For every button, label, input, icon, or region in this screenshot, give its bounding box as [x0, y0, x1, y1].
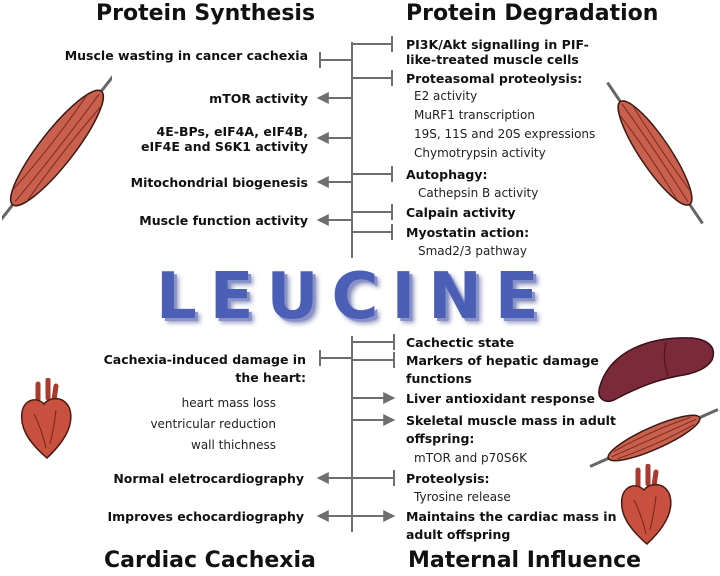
synthesis-item-mitochondrial: Mitochondrial biogenesis: [130, 175, 308, 190]
degradation-subitem: Chymotrypsin activity: [414, 146, 546, 160]
degradation-item-myostatin: Myostatin action:: [406, 225, 530, 240]
degradation-item-pi3k: PI3K/Akt signalling in PIF- like-treated…: [406, 37, 589, 67]
liver-icon: [598, 337, 715, 402]
synthesis-item-muscle-wasting: Muscle wasting in cancer cachexia: [64, 48, 308, 63]
degradation-item-calpain: Calpain activity: [406, 205, 516, 220]
maternal-item-cachectic: Cachectic state: [406, 335, 515, 350]
title-protein-synthesis: Protein Synthesis: [96, 1, 316, 26]
cardiac-subitem: ventricular reduction: [150, 417, 276, 431]
maternal-item-hepatic: Markers of hepatic damage functions: [406, 353, 599, 386]
maternal-item-skeletal-muscle: Skeletal muscle mass in adult offspring:: [406, 413, 616, 446]
maternal-item-cardiac-mass: Maintains the cardiac mass in adult offs…: [406, 509, 617, 542]
maternal-item-proteolysis: Proteolysis:: [406, 471, 490, 486]
heart-icon: [620, 464, 672, 546]
heart-icon: [20, 378, 72, 460]
cardiac-subitem: heart mass loss: [181, 396, 276, 410]
degradation-subitem-smad: Smad2/3 pathway: [418, 244, 527, 258]
leucine-title: LEUCINE: [156, 260, 552, 334]
synthesis-item-muscle-function: Muscle function activity: [139, 213, 308, 228]
synthesis-item-4ebps: 4E-BPs, eIF4A, eIF4B, eIF4E and S6K1 act…: [141, 124, 308, 154]
cardiac-item-damage: Cachexia-induced damage in the heart:: [103, 352, 306, 385]
degradation-subitem-list: E2 activity MuRF1 transcription 19S, 11S…: [414, 89, 595, 161]
title-cardiac-cachexia: Cardiac Cachexia: [104, 548, 316, 573]
degradation-subitem: 19S, 11S and 20S expressions: [414, 127, 596, 141]
cardiac-item-eletrocardiography: Normal eletrocardiography: [113, 471, 304, 486]
muscle-fiber-icon: [606, 81, 704, 225]
cardiac-subitem: wall thichness: [191, 438, 276, 452]
cardiac-item-echocardiography: Improves echocardiography: [107, 509, 304, 524]
degradation-item-proteasomal: Proteasomal proteolysis:: [406, 71, 583, 86]
degradation-subitem: E2 activity: [414, 89, 478, 103]
degradation-subitem-cathepsin: Cathepsin B activity: [418, 186, 539, 200]
synthesis-item-mtor: mTOR activity: [209, 91, 308, 106]
degradation-item-autophagy: Autophagy:: [406, 167, 488, 182]
title-protein-degradation: Protein Degradation: [406, 1, 659, 26]
degradation-subitem: MuRF1 transcription: [414, 108, 535, 122]
maternal-subitem-tyrosine: Tyrosine release: [414, 490, 511, 504]
maternal-subitem-mtor: mTOR and p70S6K: [414, 451, 528, 465]
cardiac-subitem-list: heart mass loss ventricular reduction wa…: [60, 396, 276, 453]
muscle-fiber-icon: [589, 408, 719, 468]
title-maternal-influence: Maternal Influence: [408, 548, 642, 573]
maternal-item-liver-antioxidant: Liver antioxidant response: [406, 391, 595, 406]
muscle-fiber-icon: [2, 71, 112, 225]
